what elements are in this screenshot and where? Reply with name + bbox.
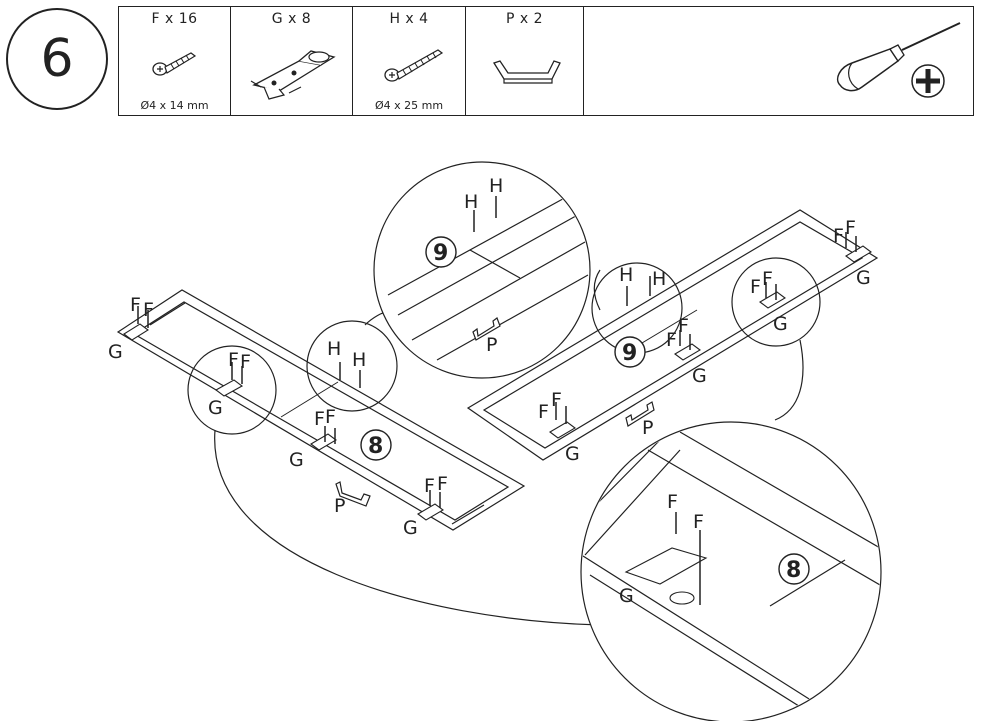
magnified-view-top — [373, 161, 591, 379]
label-f: F — [762, 268, 773, 290]
label-f: F — [538, 401, 549, 423]
label-f: F — [130, 294, 141, 316]
short-screw-icon — [152, 52, 197, 76]
door-number-badge — [778, 553, 810, 585]
door-number-badge — [425, 236, 457, 268]
part-cell-f: F x 16 Ø4 x 14 mm — [119, 7, 231, 115]
parts-table: F x 16 Ø4 x 14 mm G x 8 H x 4 Ø4 x 25 mm — [118, 6, 974, 116]
label-f: F — [143, 299, 154, 321]
door-number: 9 — [433, 241, 448, 266]
door-number: 8 — [368, 434, 383, 459]
label-h: H — [619, 264, 633, 286]
part-qty-label: F x 16 — [151, 11, 198, 27]
label-f: F — [693, 511, 704, 533]
door-number-badge — [360, 429, 392, 461]
handle-icon — [493, 60, 561, 84]
label-g: G — [565, 443, 580, 465]
label-h: H — [464, 191, 478, 213]
label-h: H — [352, 349, 366, 371]
part-dimension: Ø4 x 14 mm — [140, 99, 209, 112]
door-number: 9 — [622, 341, 637, 366]
label-g: G — [208, 397, 223, 419]
part-qty-label: G x 8 — [271, 11, 312, 27]
hinge — [310, 433, 337, 451]
label-p: P — [486, 334, 497, 356]
label-g: G — [619, 585, 634, 607]
part-cell-h: H x 4 Ø4 x 25 mm — [353, 7, 466, 115]
label-g: G — [289, 449, 304, 471]
part-dimension: Ø4 x 25 mm — [374, 99, 444, 112]
hinge — [845, 245, 872, 263]
label-f: F — [551, 389, 562, 411]
label-f: F — [314, 408, 325, 430]
label-f: F — [325, 406, 336, 428]
label-g: G — [108, 341, 123, 363]
label-f: F — [845, 217, 856, 239]
part-cell-p: P x 2 — [466, 7, 584, 115]
label-f: F — [424, 475, 435, 497]
part-qty-label: P x 2 — [505, 11, 544, 27]
label-f: F — [240, 351, 251, 373]
label-f: F — [833, 225, 844, 247]
detail-circle-hinge-right — [731, 257, 821, 347]
label-h: H — [489, 175, 503, 197]
detail-circle-screws-left — [306, 320, 398, 412]
door-number: 8 — [786, 558, 801, 583]
tool-cell — [584, 7, 973, 115]
hinge — [417, 503, 444, 521]
hinge — [674, 343, 701, 361]
label-f: F — [228, 349, 239, 371]
label-f: F — [678, 315, 689, 337]
label-f: F — [667, 491, 678, 513]
label-p: P — [334, 495, 345, 517]
part-qty-label: H x 4 — [389, 11, 429, 27]
label-g: G — [773, 313, 788, 335]
label-g: G — [692, 365, 707, 387]
hinge — [759, 291, 786, 309]
hinge — [549, 421, 576, 439]
hinge — [214, 379, 244, 397]
magnified-view-bottom — [580, 421, 882, 721]
label-f: F — [437, 473, 448, 495]
label-h: H — [327, 338, 341, 360]
hinge-magnified — [624, 547, 708, 585]
hinge — [123, 323, 149, 341]
step-number: 6 — [40, 29, 74, 89]
detail-circle-hinge-left — [187, 345, 277, 435]
step-number-badge: 6 — [6, 8, 108, 110]
door-panel-left — [116, 289, 526, 531]
label-p: P — [642, 417, 653, 439]
handle-magnified — [472, 317, 501, 341]
label-g: G — [403, 517, 418, 539]
handle-left — [335, 481, 371, 507]
long-screw-icon — [384, 49, 444, 82]
hinge-icon — [250, 50, 336, 100]
label-f: F — [750, 276, 761, 298]
label-f: F — [666, 329, 677, 351]
handle-right — [625, 401, 655, 427]
phillips-screwdriver-icon — [836, 22, 961, 98]
part-cell-g: G x 8 — [231, 7, 353, 115]
label-h: H — [652, 268, 666, 290]
label-g: G — [856, 267, 871, 289]
door-number-badge — [614, 336, 646, 368]
